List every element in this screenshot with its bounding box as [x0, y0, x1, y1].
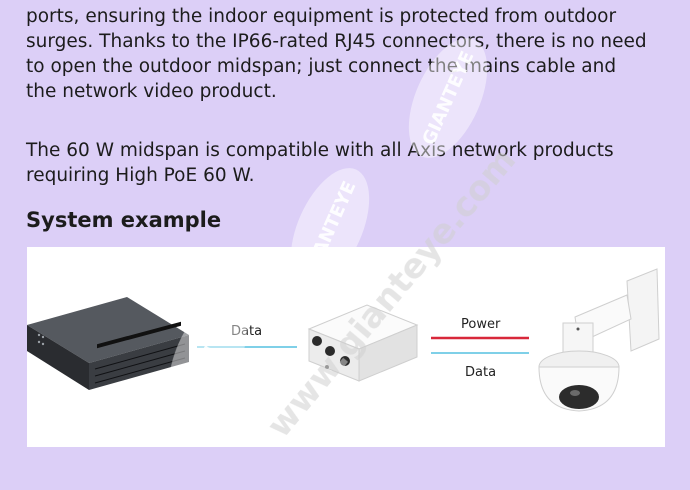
ptz-camera-illustration	[538, 268, 660, 412]
midspan-illustration	[307, 304, 419, 382]
text-line: requiring High PoE 60 W.	[26, 165, 255, 186]
text-line: The 60 W midspan is compatible with all …	[26, 140, 614, 161]
network-switch-illustration	[27, 297, 189, 390]
section-heading: System example	[26, 208, 222, 232]
diagram-svg: Data Power Data	[27, 268, 660, 412]
power-label: Power	[461, 317, 501, 332]
system-diagram: Data Power Data	[27, 247, 665, 447]
paragraph-intro: ports, ensuring the indoor equipment is …	[26, 4, 666, 104]
text-line: surges. Thanks to the IP66-rated RJ45 co…	[26, 31, 647, 52]
data-label-left: Data	[231, 324, 262, 339]
data-label-right: Data	[465, 365, 496, 380]
text-line: the network video product.	[26, 81, 277, 102]
text-line: ports, ensuring the indoor equipment is …	[26, 6, 617, 27]
text-line: to open the outdoor midspan; just connec…	[26, 56, 617, 77]
paragraph-compatibility: The 60 W midspan is compatible with all …	[26, 138, 666, 188]
